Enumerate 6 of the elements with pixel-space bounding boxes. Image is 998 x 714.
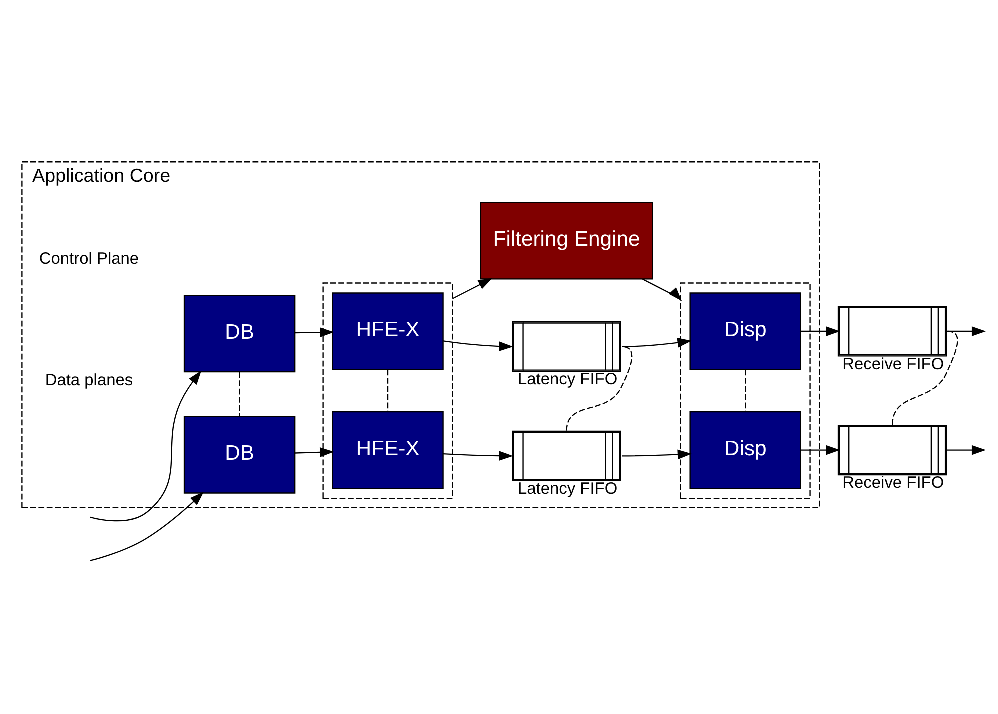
- node-label: Receive FIFO: [842, 474, 944, 492]
- label: Control Plane: [39, 250, 140, 268]
- node-label: Latency FIFO: [518, 480, 618, 498]
- label: Data planes: [45, 371, 134, 390]
- node-label: Latency FIFO: [518, 370, 618, 389]
- node-label: Receive FIFO: [842, 355, 944, 374]
